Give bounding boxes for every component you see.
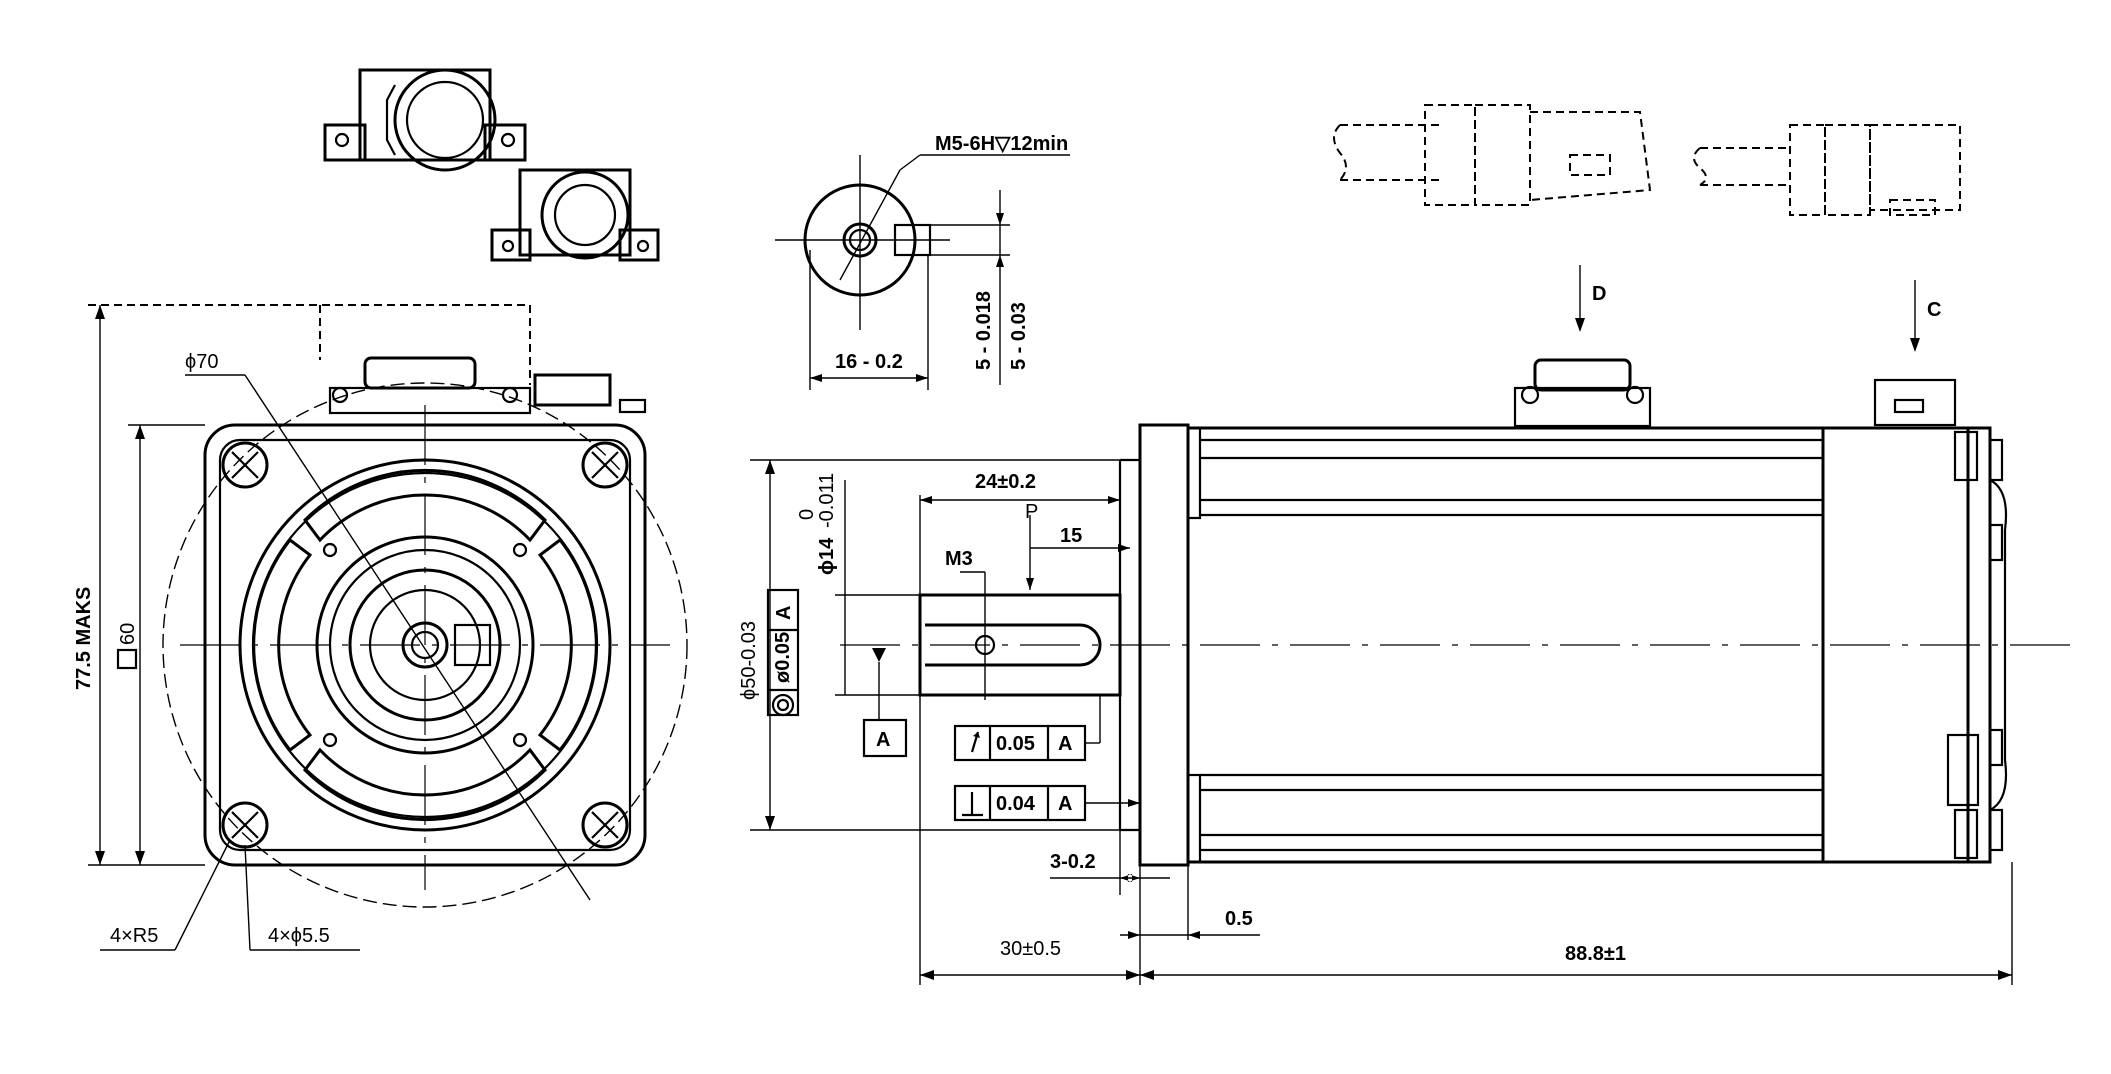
fcf-perpendicularity — [953, 784, 1140, 822]
thread-label: M5-6H▽12min — [935, 133, 1068, 155]
connector-detail-bottom-left — [490, 168, 660, 262]
sq60-label: 60 — [116, 623, 139, 670]
sq60-value: 60 — [117, 623, 139, 645]
w16-label: 16 - 0.2 — [835, 351, 903, 373]
fcf-runout — [953, 695, 1101, 762]
phi14-label: ϕ14 0 -0.011 — [796, 473, 838, 575]
cable-connector-d — [1333, 104, 1652, 206]
phi14-tol-dn: -0.011 — [816, 473, 838, 528]
view-arrows — [1575, 265, 1920, 352]
side-view — [750, 358, 2080, 985]
perp-value: 0.04 — [996, 793, 1036, 815]
fcf-coaxiality — [766, 588, 800, 717]
phi50-label: ϕ50-0.03 — [738, 621, 760, 700]
len05-label: 0.5 — [1225, 908, 1253, 930]
phi14-tol-up: 0 — [796, 509, 818, 520]
len888-label: 88.8±1 — [1565, 943, 1626, 965]
phi14-main: ϕ14 — [816, 537, 838, 575]
cable-connector-c — [1693, 124, 1961, 216]
len30-label: 30±0.5 — [1000, 938, 1061, 960]
perp-ref: A — [1058, 793, 1072, 815]
fcf-datum-a-top: A — [773, 606, 795, 620]
m3-label: M3 — [945, 548, 973, 570]
datum-a-label: A — [876, 729, 890, 751]
len15-label: 15 — [1060, 525, 1082, 547]
fcf-coaxiality-value: ø0.05 — [772, 632, 794, 683]
front-view — [88, 304, 688, 951]
mounting-hole — [221, 441, 269, 489]
view-c-label: C — [1927, 299, 1941, 321]
len24-label: 24±0.2 — [975, 471, 1036, 493]
view-d-label: D — [1592, 283, 1606, 305]
runout-value: 0.05 — [996, 733, 1035, 755]
phi70-label: ϕ70 — [185, 351, 218, 373]
height-maks-label: 77.5 MAKS — [73, 587, 95, 690]
phi55-label: 4×ϕ5.5 — [268, 925, 330, 947]
datum-a — [862, 648, 908, 758]
runout-ref: A — [1058, 733, 1072, 755]
p-label: P — [1025, 501, 1038, 523]
mounting-hole — [581, 801, 629, 849]
shaft-end-detail — [775, 154, 1070, 390]
mounting-hole — [581, 441, 629, 489]
len3-label: 3-0.2 — [1050, 851, 1096, 873]
t5a-label: 5 - 0.018 — [973, 291, 995, 370]
r5-label: 4×R5 — [110, 925, 158, 947]
t5b-label: 5 - 0.03 — [1008, 302, 1030, 370]
connector-detail-top-left — [323, 68, 527, 172]
